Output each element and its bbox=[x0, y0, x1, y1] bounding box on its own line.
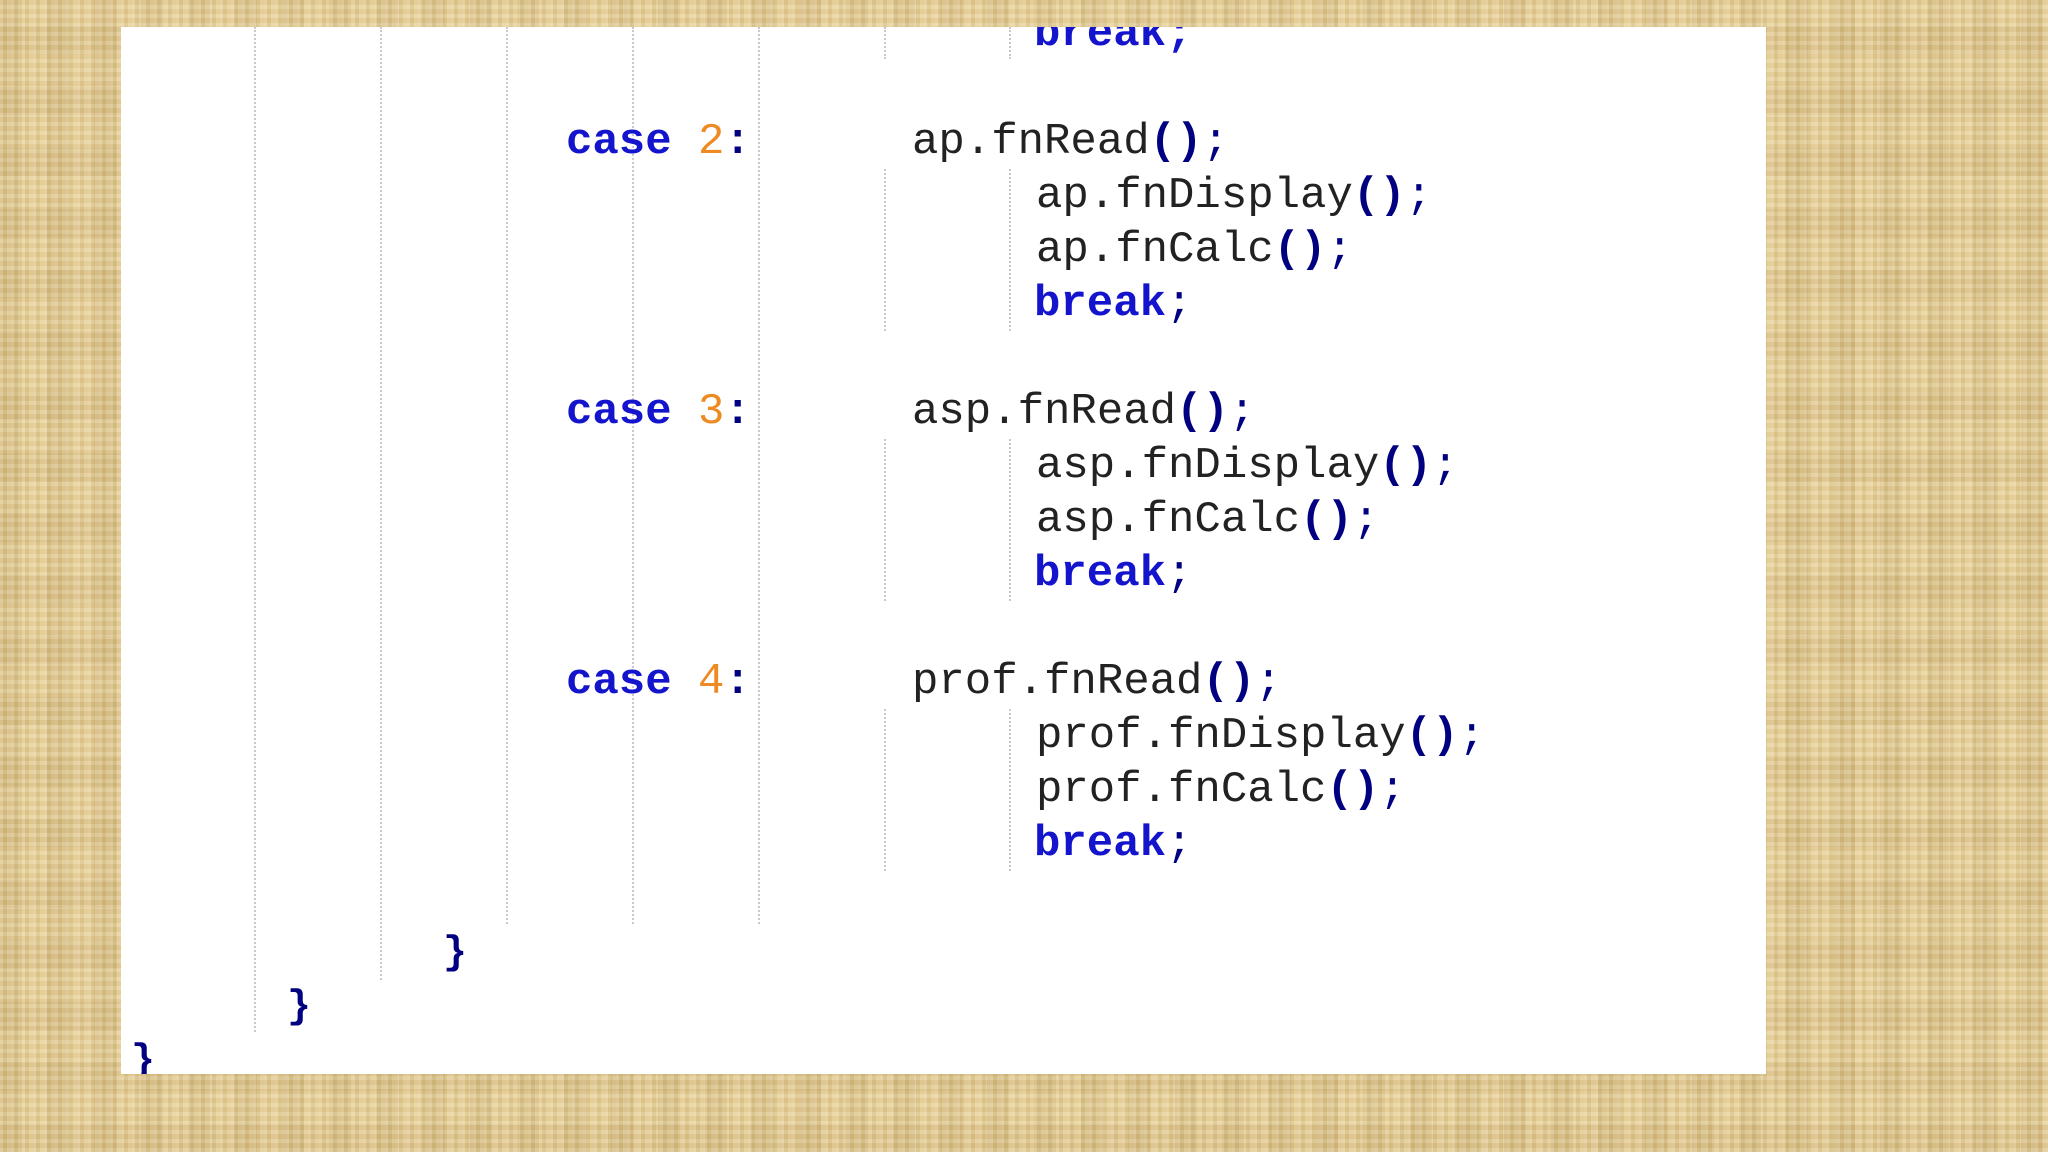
break-keyword: break bbox=[1034, 549, 1167, 599]
semicolon: ; bbox=[1352, 495, 1380, 545]
break-keyword: break; bbox=[1034, 27, 1193, 59]
code-statement: ap.fnDisplay(); bbox=[1036, 169, 1432, 223]
semicolon: ; bbox=[1379, 765, 1406, 815]
code-line-break: break; bbox=[1034, 277, 1192, 331]
object-name: ap bbox=[1036, 171, 1089, 221]
object-name: asp bbox=[1036, 441, 1116, 491]
method-name: .fnCalc bbox=[1115, 495, 1301, 545]
closing-brace-class: } bbox=[131, 1033, 155, 1074]
code-line-case-2: case 2: bbox=[566, 115, 751, 169]
case-colon: : bbox=[724, 387, 751, 437]
method-name: .fnRead bbox=[1017, 657, 1203, 707]
call-parens: () bbox=[1202, 657, 1256, 707]
case-keyword: case bbox=[566, 657, 672, 707]
code-line-case-3: case 3: bbox=[566, 385, 751, 439]
indent-guide bbox=[380, 27, 382, 980]
semicolon: ; bbox=[1405, 171, 1433, 221]
brace: } bbox=[131, 1039, 156, 1074]
case-colon: : bbox=[724, 117, 751, 167]
case-keyword: case bbox=[566, 117, 672, 167]
method-name: .fnRead bbox=[991, 387, 1177, 437]
method-name: .fnDisplay bbox=[1115, 441, 1380, 491]
code-statement: ap.fnCalc(); bbox=[1036, 223, 1353, 277]
object-name: ap bbox=[1036, 225, 1089, 275]
object-name: prof bbox=[912, 657, 1018, 707]
case-number: 4 bbox=[698, 657, 725, 707]
code-statement: prof.fnRead(); bbox=[912, 655, 1282, 709]
call-parens: () bbox=[1379, 441, 1433, 491]
indent-guide bbox=[506, 27, 508, 924]
case-number: 2 bbox=[698, 117, 725, 167]
method-name: .fnDisplay bbox=[1088, 171, 1353, 221]
code-line-break: break; bbox=[1034, 817, 1192, 871]
semicolon: ; bbox=[1255, 657, 1282, 707]
case-number: 3 bbox=[698, 387, 725, 437]
method-name: .fnRead bbox=[964, 117, 1150, 167]
semicolon: ; bbox=[1166, 819, 1193, 869]
case-keyword: case bbox=[566, 387, 672, 437]
code-snippet-panel: break; case 2: ap.fnRead(); ap.fnDisplay… bbox=[121, 27, 1766, 1074]
call-parens: () bbox=[1405, 711, 1459, 761]
brace: } bbox=[443, 931, 468, 976]
indent-guide bbox=[632, 27, 634, 924]
call-parens: () bbox=[1300, 495, 1353, 545]
semicolon: ; bbox=[1326, 225, 1353, 275]
case-colon: : bbox=[724, 657, 751, 707]
code-statement: asp.fnRead(); bbox=[912, 385, 1255, 439]
semicolon: ; bbox=[1166, 549, 1193, 599]
object-name: asp bbox=[912, 387, 992, 437]
indent-guide bbox=[884, 709, 886, 871]
call-parens: () bbox=[1326, 765, 1380, 815]
indent-guide bbox=[884, 439, 886, 601]
indent-guide bbox=[758, 27, 760, 924]
object-name: asp bbox=[1036, 495, 1116, 545]
code-statement: asp.fnDisplay(); bbox=[1036, 439, 1458, 493]
call-parens: () bbox=[1176, 387, 1229, 437]
code-line-break: break; bbox=[1034, 547, 1192, 601]
indent-guide bbox=[254, 27, 256, 1032]
code-line-top-break: break; bbox=[1034, 27, 1192, 61]
semicolon: ; bbox=[1228, 387, 1256, 437]
indent-guide bbox=[1009, 169, 1011, 331]
break-keyword: break bbox=[1034, 819, 1167, 869]
object-name: prof bbox=[1036, 765, 1142, 815]
code-line-case-4: case 4: bbox=[566, 655, 751, 709]
method-name: .fnCalc bbox=[1088, 225, 1274, 275]
code-statement: prof.fnCalc(); bbox=[1036, 763, 1406, 817]
closing-brace-switch: } bbox=[443, 925, 467, 979]
code-statement: prof.fnDisplay(); bbox=[1036, 709, 1485, 763]
call-parens: () bbox=[1273, 225, 1327, 275]
indent-guide bbox=[1009, 439, 1011, 601]
call-parens: () bbox=[1352, 171, 1406, 221]
method-name: .fnDisplay bbox=[1141, 711, 1406, 761]
indent-guide bbox=[884, 27, 886, 59]
semicolon: ; bbox=[1166, 279, 1193, 329]
object-name: prof bbox=[1036, 711, 1142, 761]
object-name: ap bbox=[912, 117, 965, 167]
indent-guide bbox=[884, 169, 886, 331]
semicolon: ; bbox=[1202, 117, 1229, 167]
brace: } bbox=[287, 985, 312, 1030]
call-parens: () bbox=[1149, 117, 1203, 167]
break-keyword: break bbox=[1034, 279, 1167, 329]
closing-brace-method: } bbox=[287, 979, 311, 1033]
semicolon: ; bbox=[1458, 711, 1485, 761]
method-name: .fnCalc bbox=[1141, 765, 1327, 815]
code-statement: ap.fnRead(); bbox=[912, 115, 1229, 169]
semicolon: ; bbox=[1432, 441, 1459, 491]
indent-guide bbox=[1009, 709, 1011, 871]
indent-guide bbox=[1009, 27, 1011, 59]
code-statement: asp.fnCalc(); bbox=[1036, 493, 1379, 547]
